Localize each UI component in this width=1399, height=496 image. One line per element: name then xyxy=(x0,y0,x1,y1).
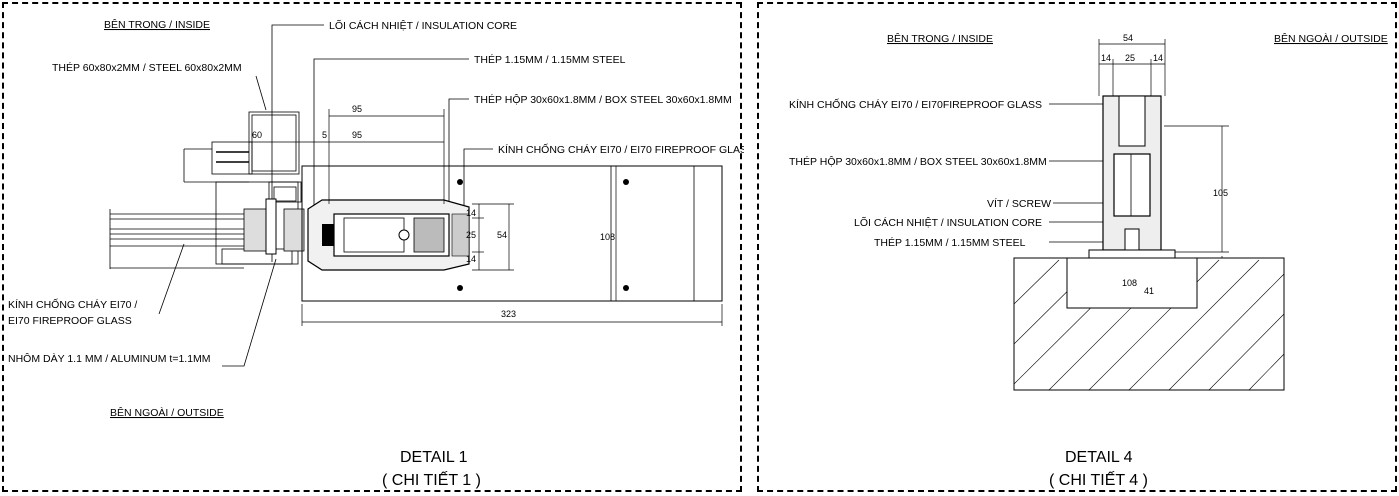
d4-dim-14b: 14 xyxy=(1153,53,1163,63)
d1-plate xyxy=(301,165,723,302)
d1-callout-insulation-core: LÕI CÁCH NHIỆT / INSULATION CORE xyxy=(329,19,517,32)
d1-dim-54: 54 xyxy=(497,230,507,240)
d1-dim-108: 108 xyxy=(600,232,615,242)
d1-dim-14a: 14 xyxy=(466,208,476,218)
d1-inside-label: BÊN TRONG / INSIDE xyxy=(104,18,210,31)
d4-outside-label: BÊN NGOÀI / OUTSIDE xyxy=(1274,32,1388,45)
d1-subtitle: ( CHI TIẾT 1 ) xyxy=(382,470,481,489)
d4-callout-insulation-core: LÕI CÁCH NHIỆT / INSULATION CORE xyxy=(854,216,1042,229)
d1-dim-323: 323 xyxy=(501,309,516,319)
d4-dim-54: 54 xyxy=(1123,33,1133,43)
d1-callout-fireproof-glass-left-1: KÍNH CHỐNG CHÁY EI70 / xyxy=(8,297,137,311)
d4-inside-label: BÊN TRONG / INSIDE xyxy=(887,32,993,45)
detail-4-panel: BÊN TRONG / INSIDE BÊN NGOÀI / OUTSIDE K… xyxy=(757,2,1397,492)
d4-subtitle: ( CHI TIẾT 4 ) xyxy=(1049,470,1148,489)
d1-dim-95a: 95 xyxy=(352,104,362,114)
d4-callout-box-steel: THÉP HỘP 30x60x1.8MM / BOX STEEL 30x60x1… xyxy=(789,155,1047,168)
d4-dim-41: 41 xyxy=(1144,286,1154,296)
d1-anchor-screws xyxy=(216,151,249,163)
d1-screw xyxy=(265,198,277,255)
d4-dim-108: 108 xyxy=(1122,278,1137,288)
d1-title: DETAIL 1 xyxy=(400,449,468,466)
d1-leader-insulation xyxy=(271,24,324,262)
d1-dimension-lines xyxy=(249,109,723,326)
d1-callout-fireproof-glass-left-2: EI70 FIREPROOF GLASS xyxy=(8,315,132,327)
d1-dim-14b: 14 xyxy=(466,254,476,264)
detail-1-panel: BÊN TRONG / INSIDE BÊN NGOÀI / OUTSIDE L… xyxy=(2,2,744,492)
d1-callout-box-steel: THÉP HỘP 30x60x1.8MM / BOX STEEL 30x60x1… xyxy=(474,93,732,106)
d4-dim-105: 105 xyxy=(1213,188,1228,198)
d1-dim-60: 60 xyxy=(252,130,262,140)
d4-dim-14a: 14 xyxy=(1101,53,1111,63)
detail-4-drawing: BÊN TRONG / INSIDE BÊN NGOÀI / OUTSIDE K… xyxy=(789,32,1388,489)
d1-callout-steel-115: THÉP 1.15MM / 1.15MM STEEL xyxy=(474,53,626,66)
d4-dimension-lines xyxy=(1098,39,1229,272)
detail-1-drawing: BÊN TRONG / INSIDE BÊN NGOÀI / OUTSIDE L… xyxy=(8,18,744,489)
d4-title: DETAIL 4 xyxy=(1065,449,1133,466)
d1-dim-25: 25 xyxy=(466,230,476,240)
d4-callout-fireproof-glass: KÍNH CHỐNG CHÁY EI70 / EI70FIREPROOF GLA… xyxy=(789,97,1042,111)
d1-callout-steel-60x80: THÉP 60x80x2MM / STEEL 60x80x2MM xyxy=(52,61,242,74)
d1-dim-5: 5 xyxy=(322,130,327,140)
d4-callout-steel-115: THÉP 1.15MM / 1.15MM STEEL xyxy=(874,236,1026,249)
d4-dim-25: 25 xyxy=(1125,53,1135,63)
d4-callout-screw: VÍT / SCREW xyxy=(987,197,1051,210)
d1-callout-fireproof-glass: KÍNH CHỐNG CHÁY EI70 / EI70 FIREPROOF GL… xyxy=(498,142,744,156)
d4-embed-channel xyxy=(1066,257,1198,309)
d1-dim-95b: 95 xyxy=(352,130,362,140)
d1-outside-label: BÊN NGOÀI / OUTSIDE xyxy=(110,406,224,419)
d1-callout-aluminum: NHÔM DÀY 1.1 MM / ALUMINUM t=1.1MM xyxy=(8,352,211,365)
